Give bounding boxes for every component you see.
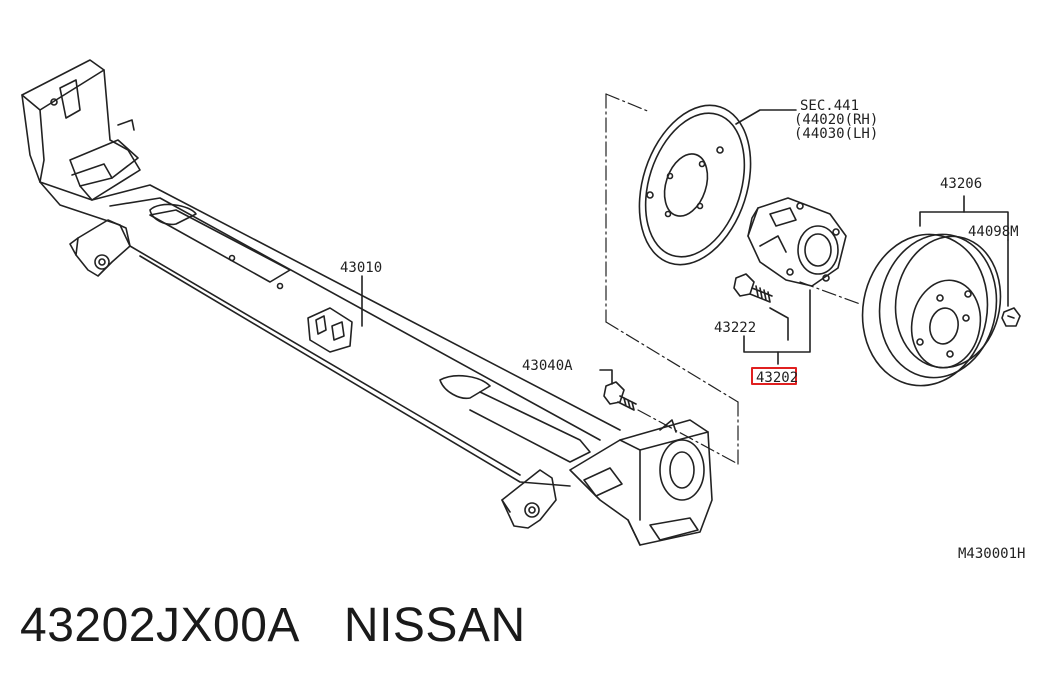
brand-name: NISSAN (343, 599, 526, 652)
wheel-hub-assembly (747, 197, 847, 287)
axle-bolt (599, 369, 637, 411)
part-number: 43202JX00A (20, 599, 300, 652)
label-axle-bolt: 43040A (522, 358, 573, 374)
part-caption: 43202JX00A NISSAN (20, 598, 526, 653)
label-hub: 43202 (756, 370, 798, 386)
leader-line (743, 289, 811, 353)
leader-line (735, 109, 797, 125)
label-drum: 43206 (940, 176, 982, 192)
brake-backing-plate (638, 104, 752, 266)
highlight-box (751, 367, 797, 385)
label-hub-bolt: 43222 (714, 320, 756, 336)
rear-axle-beam (21, 59, 713, 546)
brake-drum (861, 233, 1002, 387)
label-diagram-ref: M430001H (958, 546, 1025, 562)
leader-line (769, 307, 789, 341)
assembly-lines (605, 93, 861, 465)
label-sec: SEC.441 (800, 98, 859, 114)
label-sec-lh: (44030(LH) (794, 126, 878, 142)
label-axle: 43010 (340, 260, 382, 276)
hub-bolt (733, 273, 773, 303)
label-nut: 44098M (968, 224, 1019, 240)
label-sec-rh: (44020(RH) (794, 112, 878, 128)
hub-nut (1001, 307, 1021, 327)
